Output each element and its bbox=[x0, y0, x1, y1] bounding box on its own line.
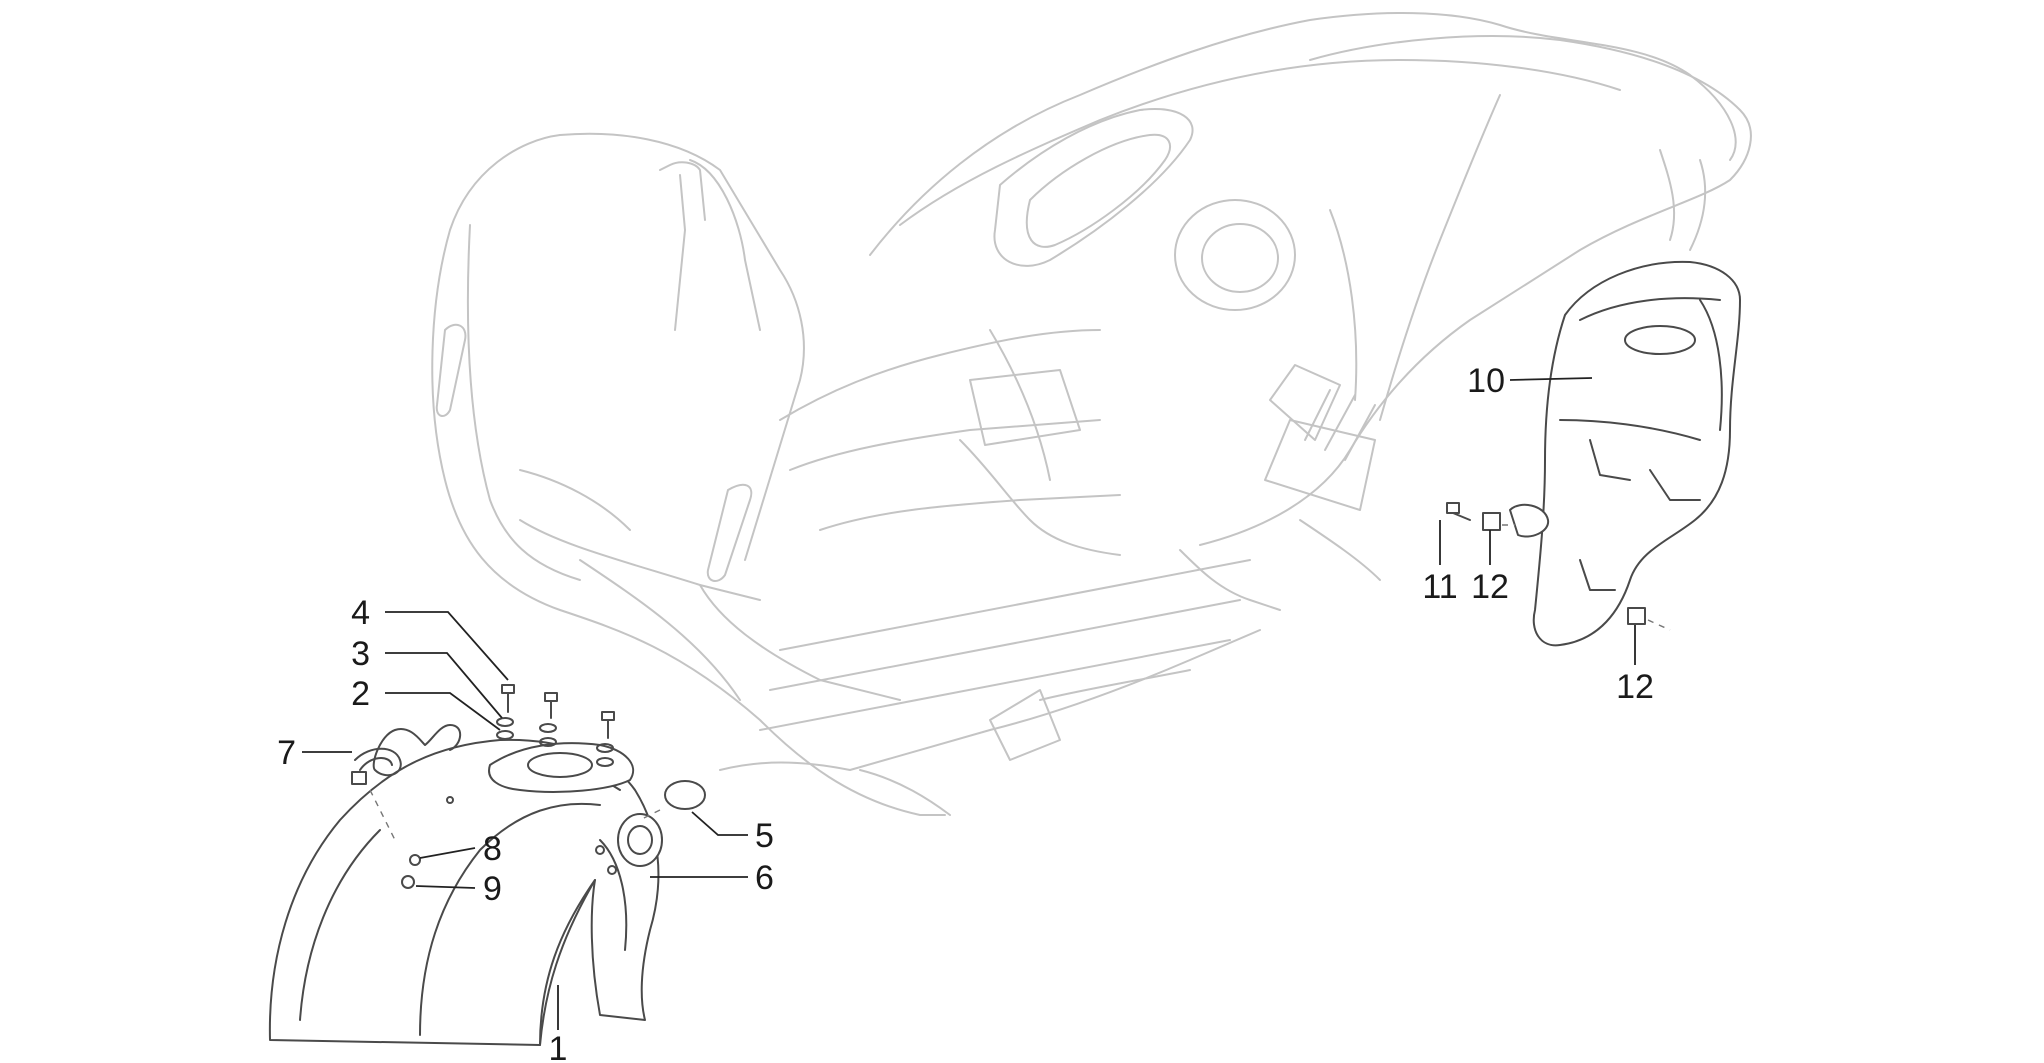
callout-12-lower: 12 bbox=[1616, 668, 1654, 706]
callout-2: 2 bbox=[351, 675, 370, 713]
callout-8: 8 bbox=[483, 830, 502, 868]
front-mudguard bbox=[268, 738, 663, 1046]
callout-7: 7 bbox=[277, 734, 296, 772]
leader-lines bbox=[302, 377, 1636, 1030]
callout-3: 3 bbox=[351, 635, 370, 673]
screw-stack bbox=[496, 684, 615, 767]
rear-mudguard bbox=[1509, 260, 1741, 647]
callout-11: 11 bbox=[1422, 568, 1457, 606]
callout-12-upper: 12 bbox=[1471, 568, 1509, 606]
callout-labels: 4 3 2 7 5 6 8 9 1 10 11 12 12 bbox=[277, 362, 1654, 1063]
scooter-body-outline bbox=[431, 12, 1752, 816]
cover-plug bbox=[639, 780, 706, 821]
callout-4: 4 bbox=[351, 594, 370, 632]
callout-6: 6 bbox=[755, 859, 774, 897]
cable-clip bbox=[351, 724, 462, 841]
callout-5: 5 bbox=[755, 817, 774, 855]
callout-9: 9 bbox=[483, 870, 502, 908]
callout-10: 10 bbox=[1467, 362, 1505, 400]
callout-1: 1 bbox=[549, 1030, 568, 1063]
rear-hardware bbox=[1446, 502, 1671, 631]
